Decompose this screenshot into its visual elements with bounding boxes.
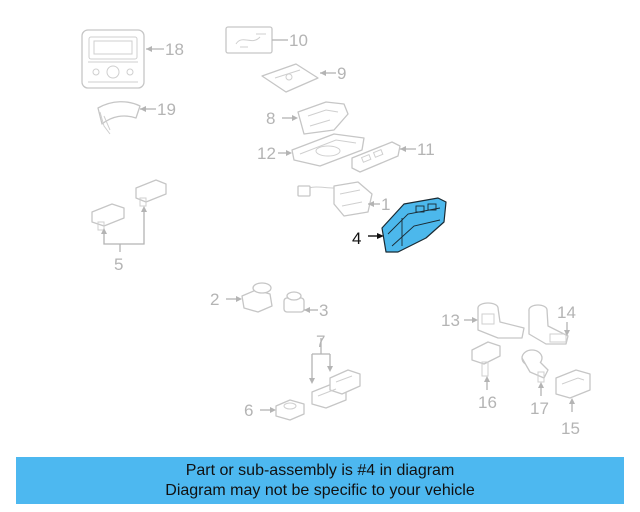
part-3-small-knob: [283, 291, 305, 313]
callout-5: 5: [114, 255, 123, 274]
part-2-knob: [241, 282, 273, 313]
part-13-socket: [477, 302, 525, 339]
banner-line-1: Part or sub-assembly is #4 in diagram: [185, 462, 455, 479]
part-10-wire-harness: [225, 26, 273, 54]
part-9-mounting-plate: [261, 63, 319, 93]
callout-1: 1: [381, 195, 390, 214]
part-14-socket: [528, 304, 569, 345]
callout-9: 9: [337, 64, 346, 83]
part-15-square-switch: [555, 369, 591, 399]
callout-15: 15: [561, 419, 580, 438]
callout-2: 2: [210, 290, 219, 309]
callout-8: 8: [266, 109, 275, 128]
part-8-switch-housing: [297, 101, 349, 135]
callout-4: 4: [352, 229, 361, 248]
callout-18: 18: [165, 40, 184, 59]
part-17-bulb-socket: [521, 349, 549, 383]
part-19-trim-bezel: [97, 101, 141, 135]
callout-10: 10: [289, 31, 308, 50]
callout-3: 3: [319, 301, 328, 320]
callout-14: 14: [557, 303, 576, 322]
callout-6: 6: [244, 401, 253, 420]
callout-16: 16: [478, 393, 497, 412]
part-12-tray: [291, 133, 365, 167]
part-7-switch-module: [311, 369, 361, 409]
callout-19: 19: [157, 100, 176, 119]
part-6-clip: [275, 399, 305, 421]
part-4-highlighted-switch-panel[interactable]: [381, 197, 447, 253]
part-18-radio-unit: [81, 29, 145, 89]
part-5-switch-pair: [91, 179, 167, 231]
parts-diagram: 18 10 9 19 8 12 11: [81, 26, 591, 438]
callout-12: 12: [257, 144, 276, 163]
part-1-switch-assembly: [297, 181, 373, 217]
part-16-connector: [471, 341, 501, 377]
callout-11: 11: [417, 140, 435, 159]
callout-13: 13: [441, 311, 460, 330]
part-11-switch-panel: [351, 141, 401, 173]
callout-7: 7: [316, 332, 325, 351]
banner-line-2: Diagram may not be specific to your vehi…: [165, 482, 475, 499]
info-banner: Part or sub-assembly is #4 in diagram Di…: [16, 457, 624, 504]
callout-17: 17: [530, 399, 549, 418]
